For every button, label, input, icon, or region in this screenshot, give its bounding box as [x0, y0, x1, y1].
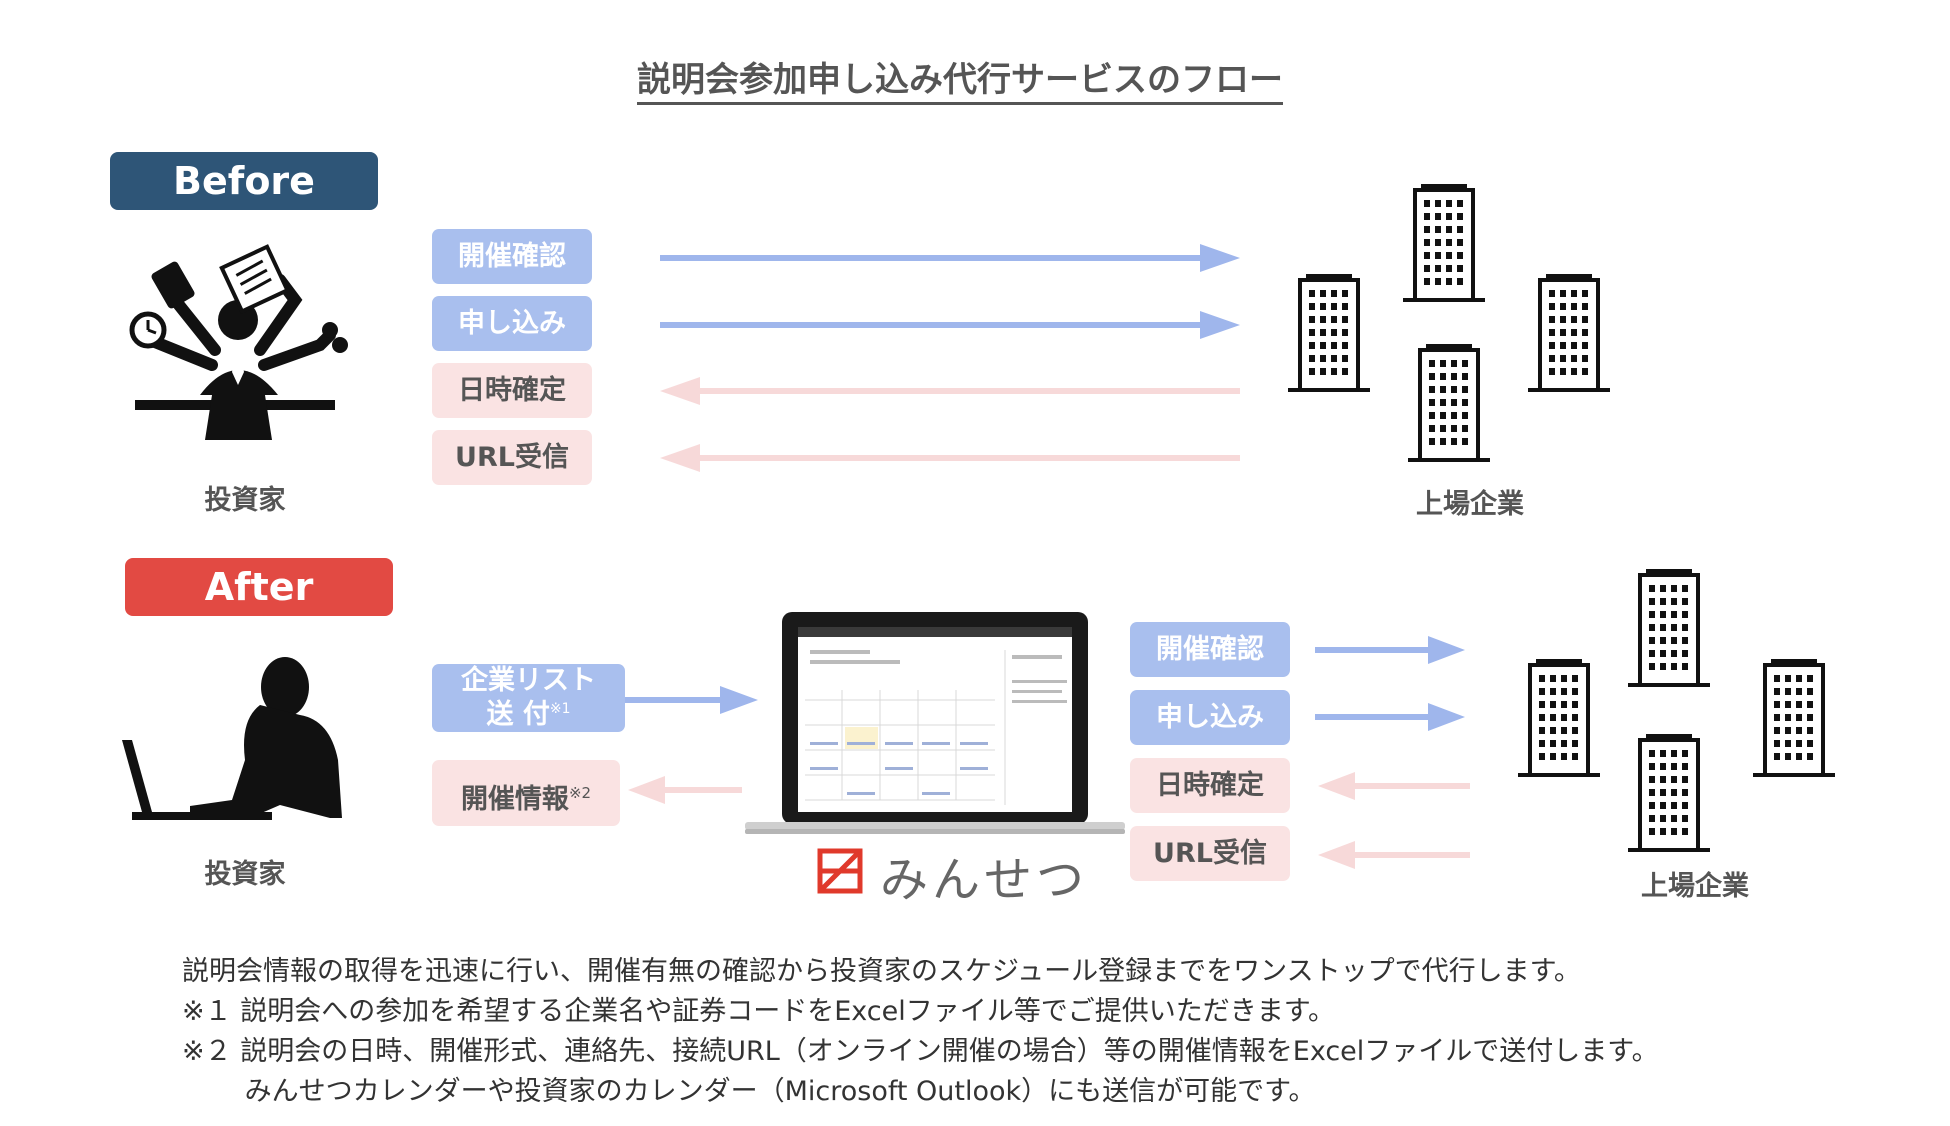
before-badge: Before	[110, 152, 378, 210]
building-icon	[1403, 184, 1485, 302]
building-icon	[1528, 274, 1610, 392]
minsetsu-logo-icon	[817, 848, 863, 894]
before-step-confirm: 開催確認	[432, 229, 592, 284]
building-icon	[1628, 569, 1710, 687]
multitasking-person-icon	[129, 244, 348, 440]
before-arrows	[660, 244, 1240, 472]
after-company-label: 上場企業	[1641, 871, 1749, 902]
building-icon	[1628, 734, 1710, 852]
laptop-person-silhouette-icon	[122, 657, 342, 820]
building-icon	[1408, 344, 1490, 462]
after-step-confirm: 開催確認	[1130, 622, 1290, 677]
brand-name: みんせつ	[880, 852, 1089, 908]
page-title: 説明会参加申し込み代行サービスのフロー	[0, 52, 1920, 105]
building-icon	[1518, 659, 1600, 777]
after-badge: After	[125, 558, 393, 616]
before-step-receive-url: URL受信	[432, 430, 592, 485]
building-icon	[1288, 274, 1370, 392]
building-icon	[1753, 659, 1835, 777]
laptop-calendar-icon	[745, 612, 1125, 834]
buildings	[1288, 184, 1835, 852]
after-step-receive-url: URL受信	[1130, 826, 1290, 881]
before-company-label: 上場企業	[1416, 489, 1524, 520]
before-investor-label: 投資家	[204, 485, 286, 516]
note-2: ※２ 説明会の日時、開催形式、連絡先、接続URL（オンライン開催の場合）等の開催…	[182, 1036, 1659, 1067]
after-step-fix-date: 日時確定	[1130, 758, 1290, 813]
footnotes: 説明会情報の取得を迅速に行い、開催有無の確認から投資家のスケジュール登録までをワ…	[182, 952, 1659, 1112]
after-step-event-info: 開催情報※2	[432, 760, 620, 826]
note-summary: 説明会情報の取得を迅速に行い、開催有無の確認から投資家のスケジュール登録までをワ…	[182, 956, 1581, 987]
send-list-line1: 企業リスト	[461, 665, 596, 696]
note-1: ※１ 説明会への参加を希望する企業名や証券コードをExcelファイル等でご提供い…	[182, 996, 1336, 1027]
after-step-apply: 申し込み	[1130, 690, 1290, 745]
send-list-line2: 送 付※1	[486, 699, 571, 730]
after-step-send-list: 企業リスト 送 付※1	[432, 664, 625, 732]
before-step-apply: 申し込み	[432, 296, 592, 351]
after-arrows	[625, 636, 1470, 869]
before-step-fix-date: 日時確定	[432, 363, 592, 418]
note-2-continued: みんせつカレンダーや投資家のカレンダー（Microsoft Outlook）にも…	[182, 1076, 1316, 1107]
after-investor-label: 投資家	[204, 859, 286, 890]
